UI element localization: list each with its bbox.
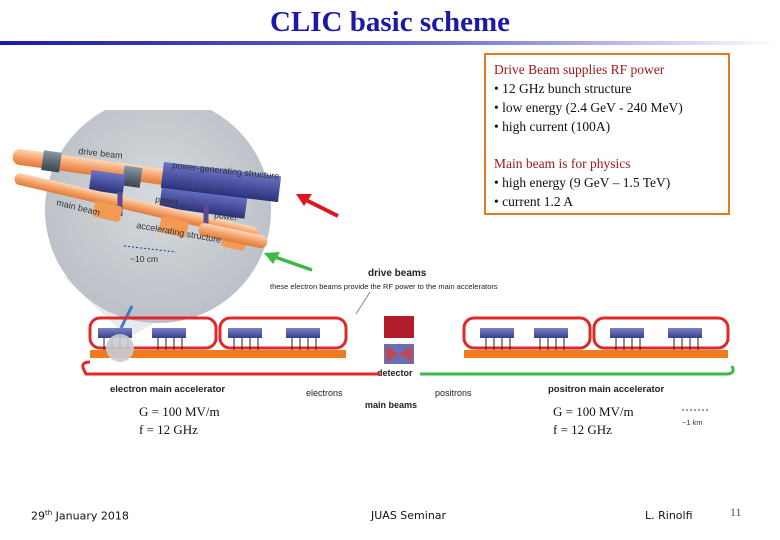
right-frequency: f = 12 GHz [553,422,612,437]
detector-icon [386,346,412,362]
red-arrow [301,196,339,218]
inset-label-power-1: power [155,194,179,206]
drive-loop-left-1 [88,316,218,350]
drive-beam-heading: Drive Beam supplies RF power [494,62,665,77]
pets-box [152,328,186,338]
drive-loop-right-1 [462,316,592,350]
drive-loop-left-2 [218,316,348,350]
footer-author: L. Rinolfi [645,509,693,522]
positron-main-linac [464,350,728,358]
drive-beams-label: drive beams [368,268,427,279]
pets-box [98,328,132,338]
pets-box [610,328,644,338]
drive-loop-right-2 [592,316,730,350]
two-beam-module-inset: drive beam power-generating structure ma… [12,110,339,338]
electron-beam-arc [81,360,380,376]
beam-info-box: Drive Beam supplies RF power • 12 GHz bu… [484,53,730,215]
inset-label-power-2: power [214,210,238,222]
drive-beam-item: • 12 GHz bunch structure [494,81,632,96]
inset-scale-bar [123,245,177,253]
footer-event: JUAS Seminar [371,509,447,522]
left-gradient: G = 100 MV/m [139,404,220,419]
drive-beam-quad-2 [121,165,143,188]
main-beam-item: • current 1.2 A [494,194,573,209]
electron-main-linac [90,350,346,358]
pets-box [228,328,262,338]
pets-structure-1 [88,170,126,195]
inset-label-drive-beam: drive beam [78,146,123,161]
drive-beams-pointer [355,291,371,315]
clic-schematic: drive beams these electron beams provide… [81,268,735,411]
footer-date: 29th January 2018 [31,509,129,523]
positron-accelerator-label: positron main accelerator [548,384,664,395]
title-underline [0,41,780,45]
pets-box [286,328,320,338]
accelerating-structure-1 [92,201,123,222]
main-beam-item: • high energy (9 GeV – 1.5 TeV) [494,175,671,190]
electron-accelerator-label: electron main accelerator [110,384,225,395]
drive-beam-quad-1 [41,150,62,173]
inset-label-scale: ~10 cm [130,254,158,264]
drive-beams-note: these electron beams provide the RF powe… [270,282,498,291]
km-scale-label: ~1 km [682,418,703,427]
main-beam-heading: Main beam is for physics [494,156,631,171]
detector-label: detector [377,368,413,378]
pets-structure-2 [159,184,248,219]
pets-box [534,328,568,338]
pets-box [668,328,702,338]
drive-beam-item: • high current (100A) [494,119,611,134]
main-beam-extension [198,223,268,249]
green-arrow [271,254,313,272]
page-number: 11 [730,505,742,519]
electrons-label: electrons [306,388,343,398]
drive-beam-item: • low energy (2.4 GeV - 240 MeV) [494,100,683,115]
detector-upper-block [384,316,414,338]
left-frequency: f = 12 GHz [139,422,198,437]
accelerating-structure-2 [158,216,189,238]
main-beams-label: main beams [365,400,417,410]
page-title: CLIC basic scheme [269,6,511,38]
red-arrow-head [296,194,312,206]
positron-beam-arc [420,365,735,376]
zoom-region-circle [106,334,134,362]
green-arrow-head [264,252,280,264]
main-beam-pipe [14,173,259,239]
drive-beam-extension [160,162,282,203]
positrons-label: positrons [435,388,472,398]
pets-box [480,328,514,338]
right-gradient: G = 100 MV/m [553,404,634,419]
